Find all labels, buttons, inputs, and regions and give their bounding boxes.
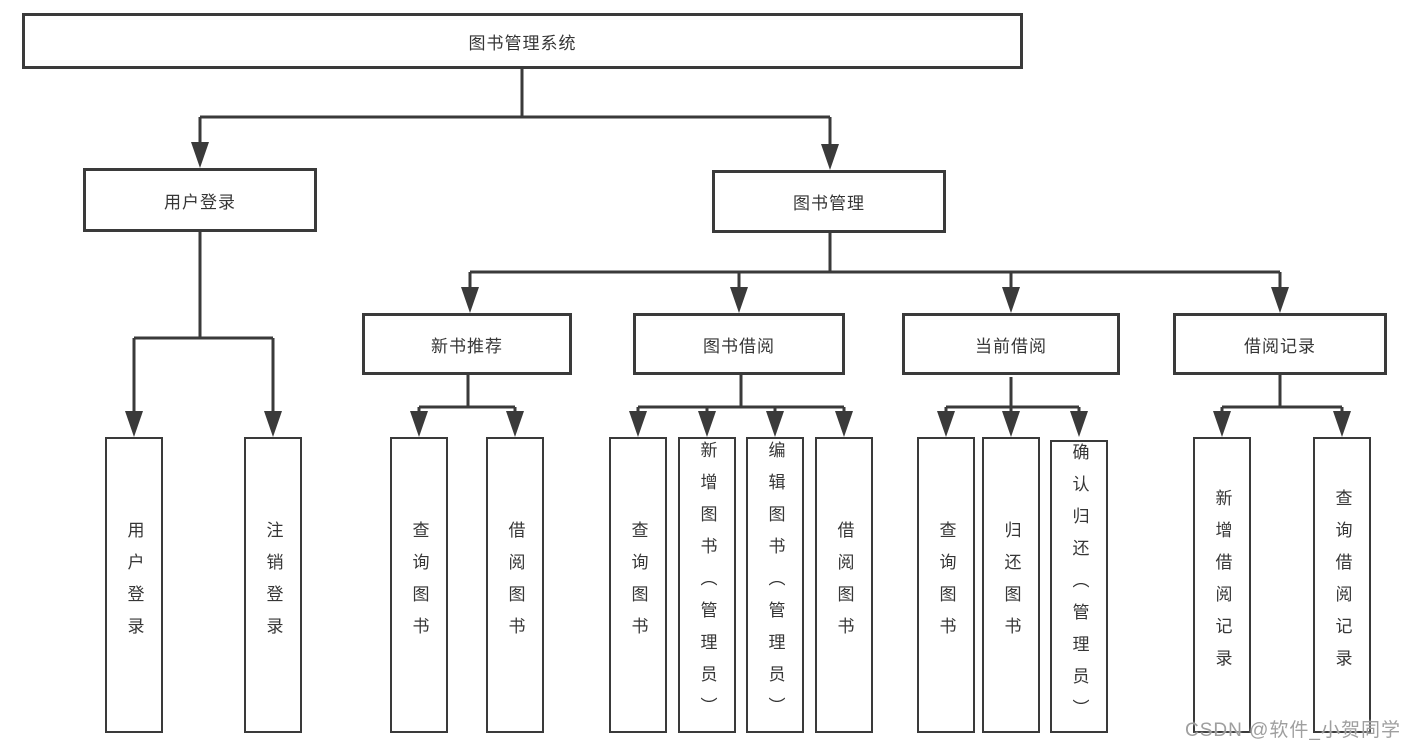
leaf-edit-book-admin: 编辑图书（管理员） [746,437,804,733]
node-user-login: 用户登录 [83,168,317,232]
leaf-logout: 注销登录 [244,437,302,733]
node-book-management: 图书管理 [712,170,946,233]
leaf-query-borrow-record: 查询借阅记录 [1313,437,1371,733]
csdn-watermark: CSDN @软件_小贺同学 [1185,720,1401,741]
leaf-return-book: 归还图书 [982,437,1040,733]
leaf-add-book-admin: 新增图书（管理员） [678,437,736,733]
node-borrowing-records: 借阅记录 [1173,313,1387,375]
node-current-borrowing: 当前借阅 [902,313,1120,375]
leaf-query-book-current: 查询图书 [917,437,975,733]
arrowheads [125,142,1351,437]
leaf-add-borrow-record: 新增借阅记录 [1193,437,1251,733]
leaf-query-book-recommend: 查询图书 [390,437,448,733]
leaf-confirm-return-admin: 确认归还（管理员） [1050,440,1108,733]
node-book-borrowing: 图书借阅 [633,313,845,375]
leaf-query-book-borrow: 查询图书 [609,437,667,733]
leaf-borrow-book-recommend: 借阅图书 [486,437,544,733]
leaf-borrow-book: 借阅图书 [815,437,873,733]
leaf-user-login: 用户登录 [105,437,163,733]
node-library-management-system: 图书管理系统 [22,13,1023,69]
node-new-book-recommendation: 新书推荐 [362,313,572,375]
